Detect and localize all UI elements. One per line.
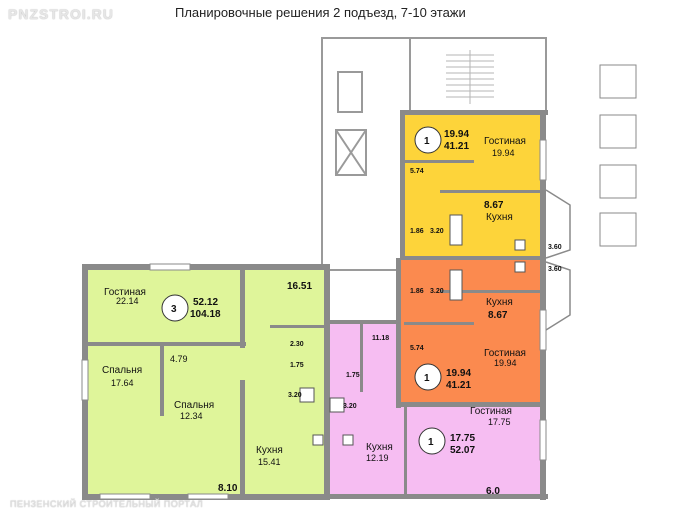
stair-block: [409, 37, 547, 115]
footer-watermark: ПЕНЗЕНСКИЙ СТРОИТЕЛЬНЫЙ ПОРТАЛ: [10, 499, 204, 509]
green-hall-area: 16.51: [287, 281, 312, 292]
yellow-count-circle: [414, 126, 442, 154]
yellow-kitchen-label: Кухня: [486, 212, 513, 223]
green-living-room-label: Гостиная: [104, 287, 146, 298]
yellow-bath-area: 3.20: [430, 228, 444, 235]
elevator-shaft: [335, 129, 367, 176]
site-brand-logo: PNZSTROI.RU: [8, 6, 114, 22]
windows: [81, 139, 547, 500]
green-kitchen-label: Кухня: [256, 445, 283, 456]
green-living-area: 52.12: [193, 297, 218, 308]
green-loggia-area: 8.10: [218, 483, 238, 494]
yellow-rooms-count: 1: [424, 136, 430, 147]
orange-rooms-count: 1: [424, 373, 430, 384]
pink-living-room-area: 17.75: [488, 417, 511, 427]
yellow-living-room-area: 19.94: [492, 148, 515, 158]
orange-wc-area: 1.86: [410, 288, 424, 295]
green-kitchen-area: 15.41: [258, 457, 281, 467]
green-living-room-area: 22.14: [116, 296, 139, 306]
elevator-cross-2: [335, 129, 367, 176]
yellow-kitchen-area: 8.67: [484, 200, 504, 211]
pink-wc-area: 1.75: [346, 372, 360, 379]
pink-bath-area: 3.20: [343, 403, 357, 410]
stair-flights: [446, 50, 494, 104]
green-bedroom2-label: Спальня: [174, 400, 214, 411]
pink-kitchen-area: 12.19: [366, 453, 389, 463]
yellow-total-area: 41.21: [444, 141, 469, 152]
green-rooms-count: 3: [171, 304, 177, 315]
orange-total-area: 41.21: [446, 380, 471, 391]
balconies: [545, 189, 571, 331]
orange-balcony-area: 3.60: [548, 266, 562, 273]
green-count-circle: [161, 294, 189, 322]
orange-kitchen-label: Кухня: [486, 297, 513, 308]
orange-kitchen-area: 8.67: [488, 310, 508, 321]
apartment-pink-floor: [328, 322, 545, 498]
orange-living-room-area: 19.94: [494, 358, 517, 368]
orange-count-circle: [414, 363, 442, 391]
yellow-balcony-area: 3.60: [548, 244, 562, 251]
orange-bath-area: 3.20: [430, 288, 444, 295]
orange-living-area: 19.94: [446, 368, 471, 379]
green-bath-area: 3.20: [288, 392, 302, 399]
yellow-living-area: 19.94: [444, 129, 469, 140]
pink-total-area: 52.07: [450, 445, 475, 456]
pink-hall-area: 11.18: [372, 335, 389, 342]
fixtures: [299, 214, 526, 446]
pink-rooms-count: 1: [428, 437, 434, 448]
yellow-wc-area: 1.86: [410, 228, 424, 235]
pink-kitchen-label: Кухня: [366, 442, 393, 453]
pink-count-circle: [418, 427, 446, 455]
green-bedroom2-area: 12.34: [180, 411, 203, 421]
yellow-hall-area: 5.74: [410, 168, 424, 175]
plan-title: Планировочные решения 2 подъезд, 7-10 эт…: [175, 5, 466, 20]
green-total-area: 104.18: [190, 309, 221, 320]
orange-living-room-label: Гостиная: [484, 348, 526, 359]
core-room: [337, 71, 363, 113]
room-count-markers: [161, 126, 446, 455]
adjacent-windows: [599, 64, 637, 247]
pink-living-area: 17.75: [450, 433, 475, 444]
yellow-living-room-label: Гостиная: [484, 136, 526, 147]
orange-hall-area: 5.74: [410, 345, 424, 352]
green-bedroom1-label: Спальня: [102, 365, 142, 376]
apartment-pink: [328, 322, 545, 498]
green-corridor-area: 4.79: [170, 354, 188, 364]
apartment-green: [86, 268, 328, 498]
green-wc-area: 1.75: [290, 362, 304, 369]
apartment-green-floor: [86, 268, 328, 498]
green-storage-area: 2.30: [290, 341, 304, 348]
pink-balcony-area: 6.0: [486, 486, 500, 497]
pink-living-room-label: Гостиная: [470, 406, 512, 417]
green-bedroom1-area: 17.64: [111, 378, 134, 388]
